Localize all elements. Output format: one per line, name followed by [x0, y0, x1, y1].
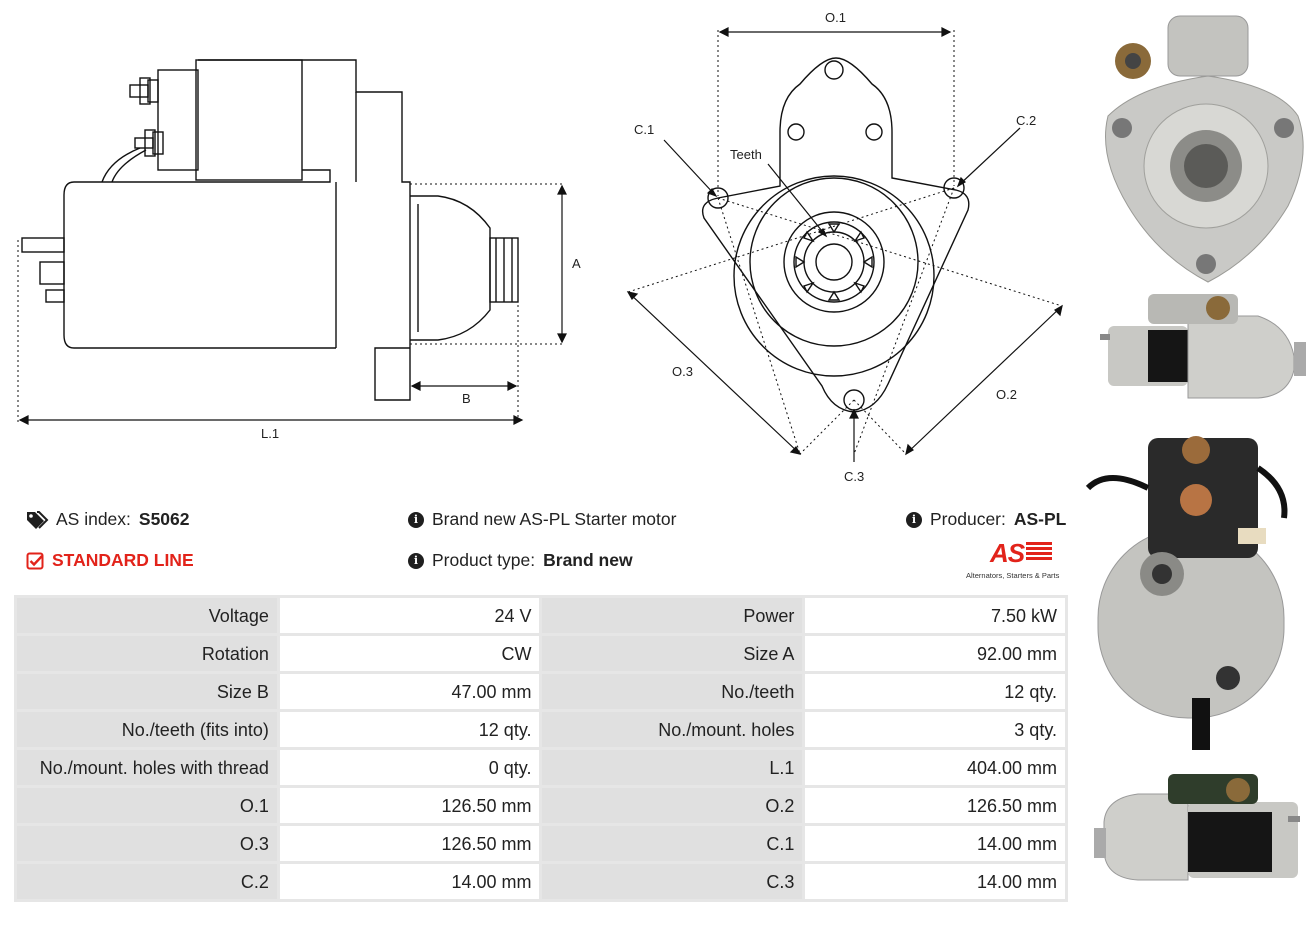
logo-mark: AS	[990, 538, 1025, 568]
as-index-label: AS index:	[56, 509, 131, 529]
spec-value: 126.50 mm	[279, 788, 540, 823]
dim-label-b: B	[462, 391, 471, 406]
spec-label: O.1	[17, 788, 277, 823]
table-row: No./teeth (fits into)12 qty.No./mount. h…	[17, 712, 1065, 747]
spec-label: No./mount. holes with thread	[17, 750, 277, 785]
spec-label: Voltage	[17, 598, 277, 633]
dim-label-l1: L.1	[261, 426, 279, 441]
spec-value: 47.00 mm	[279, 674, 540, 709]
spec-value: 14.00 mm	[279, 864, 540, 899]
description-text: Brand new AS-PL Starter motor	[432, 509, 677, 529]
spec-value: 24 V	[279, 598, 540, 633]
spec-label: Size B	[17, 674, 277, 709]
product-photo-front	[1088, 6, 1312, 283]
spec-value: 126.50 mm	[279, 826, 540, 861]
spec-label: L.1	[542, 750, 803, 785]
front-view-drawing: O.1 C.1 C.2 Teeth O.3 O.2 C.3	[626, 10, 1063, 484]
product-photo-side-1	[1088, 286, 1312, 406]
logo-tagline: Alternators, Starters & Parts	[966, 571, 1060, 580]
dim-label-o1: O.1	[825, 10, 846, 25]
spec-value: 14.00 mm	[805, 826, 1065, 861]
spec-value: CW	[279, 636, 540, 671]
product-type: i Product type: Brand new	[408, 550, 633, 571]
spec-value: 3 qty.	[805, 712, 1065, 747]
side-view-drawing: A B L.1	[17, 59, 581, 441]
as-pl-logo: AS Alternators, Starters & Parts	[962, 538, 1068, 582]
spec-value: 12 qty.	[805, 674, 1065, 709]
product-type-value: Brand new	[543, 550, 633, 570]
spec-label: C.2	[17, 864, 277, 899]
spec-value: 7.50 kW	[805, 598, 1065, 633]
spec-value: 0 qty.	[279, 750, 540, 785]
as-index-value: S5062	[138, 509, 190, 529]
dim-label-teeth: Teeth	[730, 147, 762, 162]
info-circle-icon: i	[906, 511, 922, 528]
dim-label-o2: O.2	[996, 387, 1017, 402]
spec-label: Power	[542, 598, 803, 633]
producer-value: AS-PL	[1013, 509, 1067, 529]
spec-value: 404.00 mm	[805, 750, 1065, 785]
spec-label: No./teeth	[542, 674, 803, 709]
product-description: i Brand new AS-PL Starter motor	[408, 509, 676, 530]
standard-line: STANDARD LINE	[26, 550, 194, 571]
tags-icon	[27, 510, 49, 529]
spec-label: O.2	[542, 788, 803, 823]
spec-value: 126.50 mm	[805, 788, 1065, 823]
spec-value: 14.00 mm	[805, 864, 1065, 899]
spec-label: C.1	[542, 826, 803, 861]
product-photo-side-2	[1088, 768, 1312, 888]
spec-label: Size A	[542, 636, 803, 671]
spec-value: 92.00 mm	[805, 636, 1065, 671]
dim-label-c3: C.3	[844, 469, 864, 484]
info-circle-icon: i	[408, 552, 424, 569]
as-index: AS index: S5062	[26, 509, 190, 530]
spec-label: O.3	[17, 826, 277, 861]
dim-label-c2: C.2	[1016, 113, 1036, 128]
info-circle-icon: i	[408, 511, 424, 528]
dim-label-c1: C.1	[634, 122, 654, 137]
spec-label: No./teeth (fits into)	[17, 712, 277, 747]
spec-label: Rotation	[17, 636, 277, 671]
spec-label: No./mount. holes	[542, 712, 803, 747]
product-photo-rear	[1085, 428, 1312, 752]
check-square-icon	[26, 552, 44, 569]
product-type-label: Product type:	[432, 550, 536, 570]
spec-value: 12 qty.	[279, 712, 540, 747]
dim-label-o3: O.3	[672, 364, 693, 379]
spec-label: C.3	[542, 864, 803, 899]
dim-label-a: A	[572, 256, 581, 271]
producer: i Producer: AS-PL	[906, 509, 1066, 530]
standard-line-label: STANDARD LINE	[52, 550, 194, 570]
producer-label: Producer:	[930, 509, 1006, 529]
